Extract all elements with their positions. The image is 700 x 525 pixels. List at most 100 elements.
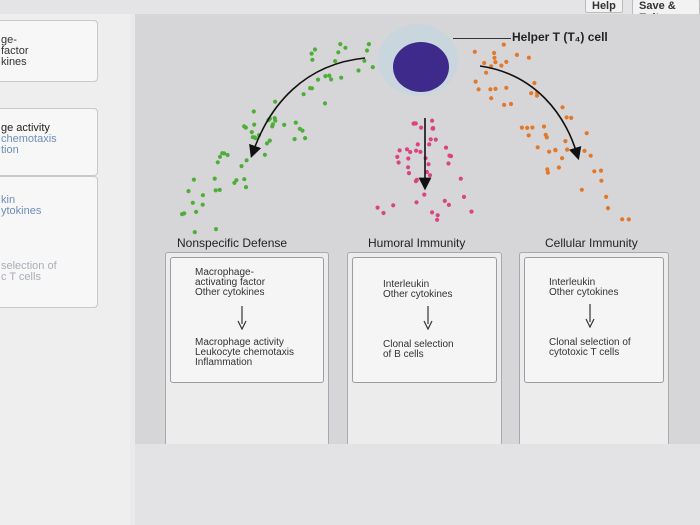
cytokine-dot <box>430 210 435 215</box>
card-line: factor <box>1 45 29 57</box>
cytokine-dot <box>381 210 386 216</box>
cytokine-dot <box>514 52 519 58</box>
answer-card-2[interactable]: ge activity chemotaxis tion <box>0 108 98 176</box>
cytokine-dot <box>472 49 477 54</box>
cytokine-dot <box>493 60 498 65</box>
cytokine-dot <box>461 194 467 199</box>
cytokine-dot <box>526 133 531 138</box>
text-line: Other cytokines <box>383 289 453 300</box>
cytokine-dot <box>428 137 433 142</box>
cytokine-dot <box>215 160 220 165</box>
cytokine-dot <box>213 188 218 193</box>
cytokine-dot <box>492 55 497 60</box>
cytokine-dot <box>446 202 451 207</box>
cellular-immunity-title: Cellular Immunity <box>545 236 638 250</box>
cytokine-dot <box>333 59 338 64</box>
card-line: selection of <box>1 260 57 272</box>
cytokine-dot <box>180 212 185 217</box>
lower-area <box>135 444 700 525</box>
cytokine-dot <box>339 75 344 80</box>
cytokine-dot <box>534 93 540 98</box>
cytokine-dot <box>217 154 223 159</box>
cytokine-dot <box>508 101 514 107</box>
effect-list: Clonal selection of cytotoxic T cells <box>549 338 631 358</box>
cytokine-dot <box>502 102 507 107</box>
card-line: chemotaxis <box>1 133 57 145</box>
helper-t-cell-nucleus <box>393 42 449 92</box>
arrow-to-nonspecific <box>249 57 366 159</box>
top-toolbar: Help Save & Exit <box>0 0 700 25</box>
text-line: Other cytokines <box>195 287 265 298</box>
text-line: Macrophage activity <box>195 337 284 348</box>
card-line: ytokines <box>1 205 42 217</box>
cytokine-dot <box>242 177 247 182</box>
cytokine-dot <box>499 63 504 68</box>
cytokine-dot <box>620 217 625 222</box>
cytokine-dot <box>605 206 611 211</box>
cytokine-list: Interleukin Other cytokines <box>549 278 618 298</box>
card-line: ge- <box>1 34 17 46</box>
cytokine-dot <box>272 116 277 121</box>
card-line: c T cells <box>1 271 41 283</box>
cytokine-dot <box>356 68 361 73</box>
cytokine-dot <box>239 164 244 169</box>
effect-list: Clonal selection of B cells <box>383 340 454 360</box>
cytokine-dot <box>315 77 321 82</box>
cytokine-dot <box>406 171 412 176</box>
cytokine-dot <box>560 105 565 110</box>
answer-card-1[interactable]: ge- factor kines <box>0 20 98 82</box>
drop-zone-humoral[interactable]: Interleukin Other cytokines Clonal selec… <box>347 252 502 446</box>
cytokine-dot <box>303 136 308 141</box>
cytokine-dot <box>264 141 270 146</box>
text-line: of B cells <box>383 349 424 360</box>
cytokine-dot <box>588 153 593 158</box>
content-box-humoral: Interleukin Other cytokines Clonal selec… <box>352 257 497 383</box>
cytokine-dot <box>408 149 413 155</box>
cytokine-dot <box>545 170 550 175</box>
cytokine-dot <box>469 209 474 214</box>
cytokine-dot <box>599 178 604 183</box>
cytokine-dot <box>458 176 463 181</box>
answer-card-3[interactable]: kin ytokines selection of c T cells <box>0 176 98 308</box>
cytokine-dot <box>309 51 314 56</box>
cytokine-dot <box>310 57 315 62</box>
cytokine-dot <box>447 153 452 158</box>
cytokine-dot <box>293 120 298 125</box>
cytokine-dot <box>312 47 318 52</box>
text-line: Clonal selection <box>383 339 454 350</box>
cytokine-dot <box>415 142 420 147</box>
cytokine-dot <box>525 125 530 130</box>
cytokine-dot <box>427 142 432 147</box>
help-link[interactable]: Help <box>585 0 623 13</box>
cytokine-dot <box>426 162 431 167</box>
cytokine-dot <box>413 179 418 184</box>
cytokine-dot <box>556 165 561 170</box>
cytokine-dot <box>493 86 498 91</box>
drop-zone-nonspecific[interactable]: Macrophage- activating factor Other cyto… <box>165 252 329 446</box>
cytokine-dot <box>560 156 565 161</box>
cytokine-dot <box>563 139 568 144</box>
cytokine-dot <box>530 125 535 130</box>
cytokine-dot <box>375 205 380 210</box>
card-line: tion <box>1 144 19 156</box>
cytokine-dot <box>443 145 449 150</box>
cytokine-dot <box>414 200 419 205</box>
humoral-immunity-title: Humoral Immunity <box>368 236 466 250</box>
cytokine-dot <box>200 202 205 207</box>
cytokine-dot <box>604 194 609 199</box>
cytokine-dot <box>446 161 451 166</box>
cytokine-dot <box>484 70 489 75</box>
cytokine-dot <box>366 42 371 47</box>
cytokine-dot <box>212 176 217 181</box>
card-line: ge activity <box>1 122 50 134</box>
cytokine-dot <box>404 147 410 152</box>
arrow-to-cellular <box>479 65 582 161</box>
text-line: Clonal selection of <box>549 337 631 348</box>
cytokine-dot <box>504 85 509 90</box>
cytokine-dot <box>362 58 367 63</box>
cytokine-dot <box>435 213 440 218</box>
cytokine-dot <box>370 65 375 70</box>
cytokine-dot <box>543 132 548 137</box>
cytokine-dot <box>322 101 328 106</box>
drop-zone-cellular[interactable]: Interleukin Other cytokines Clonal selec… <box>519 252 669 446</box>
